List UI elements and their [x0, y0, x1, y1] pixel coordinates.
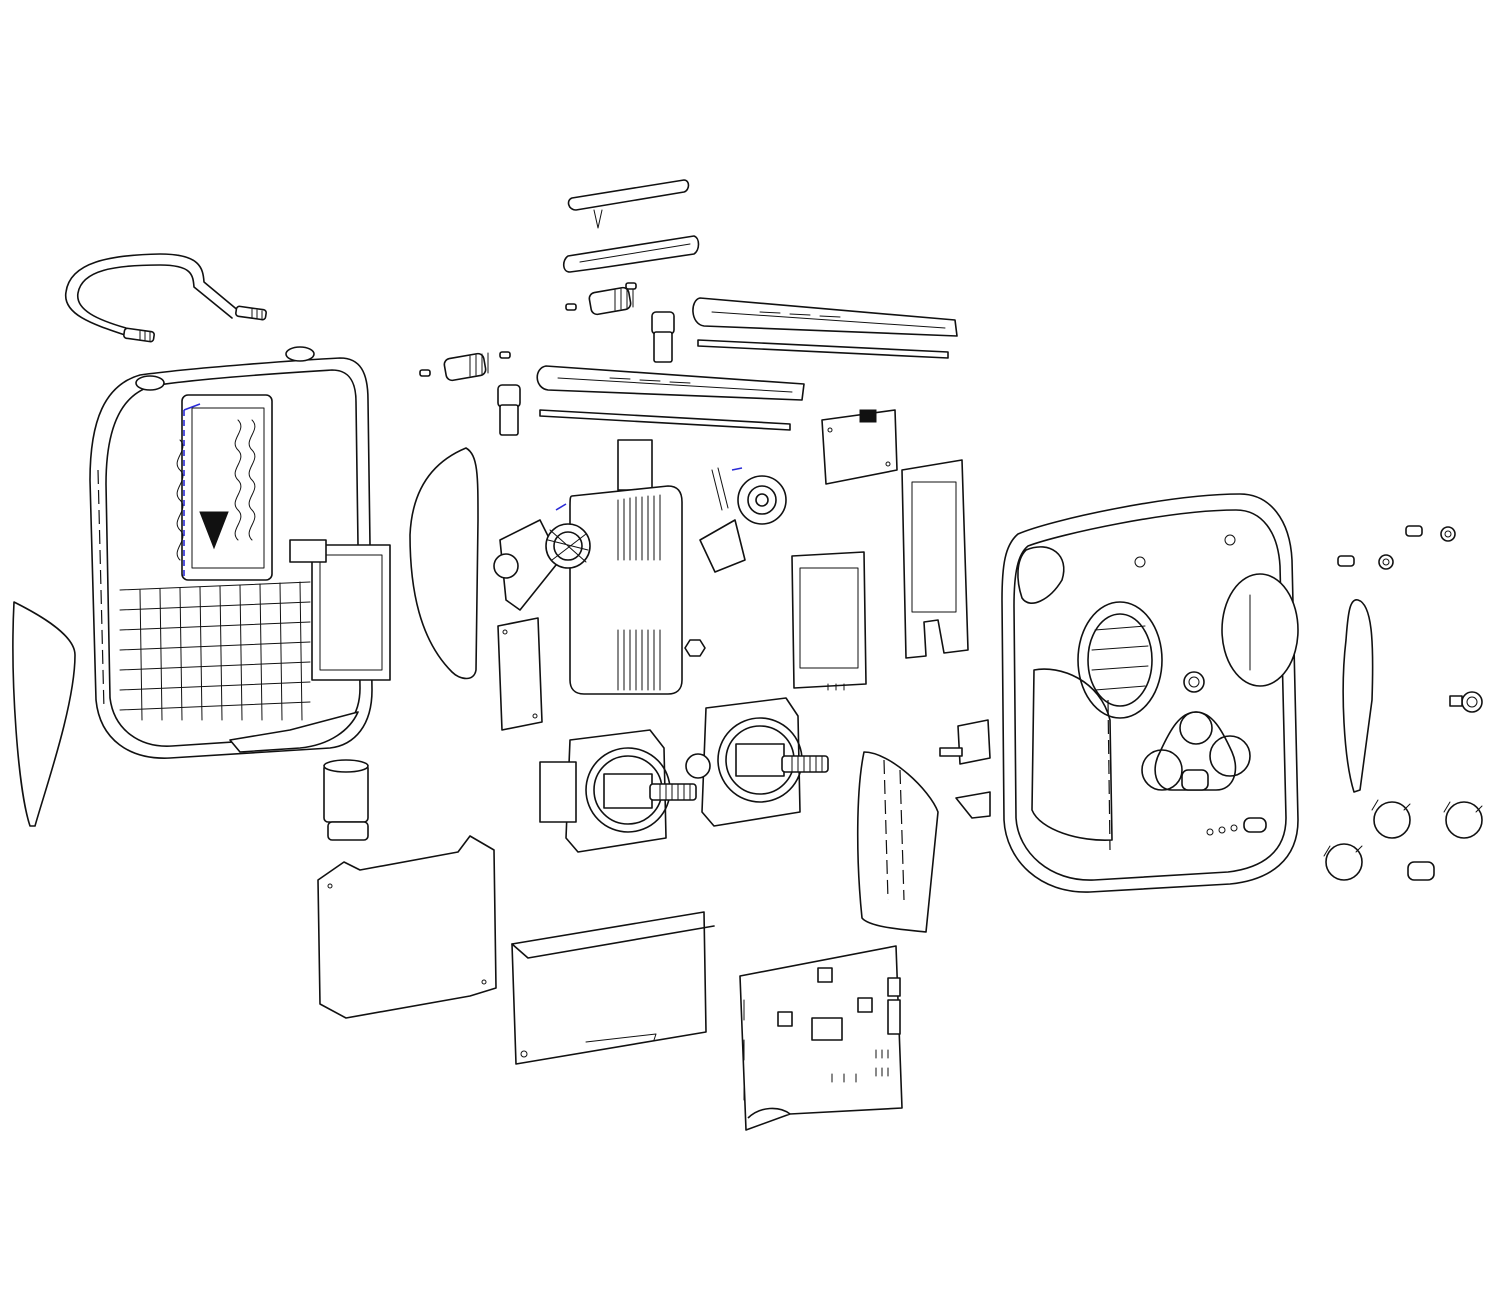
right-trim-assembly [699, 467, 787, 573]
bottom-cover-plate [317, 835, 497, 1019]
main-pcb [739, 945, 903, 1131]
right-grip-shell [856, 751, 939, 933]
carry-handle [65, 253, 267, 343]
left-stick-gimbal [539, 729, 697, 853]
vibration-motor [323, 759, 369, 841]
side-rail-lower [536, 365, 805, 431]
right-grip-shell-seam [883, 759, 905, 901]
right-side-grip [1342, 599, 1374, 793]
left-side-grip [12, 601, 76, 827]
rear-housing [89, 346, 391, 759]
left-trim-assembly [493, 503, 591, 611]
right-toggle-switch [565, 282, 675, 363]
hardware-parts [1323, 525, 1483, 881]
front-housing [1001, 493, 1299, 893]
rf-module [569, 439, 706, 695]
left-toggle-switch [419, 351, 521, 436]
top-slider-cover [562, 179, 700, 273]
flex-plate [901, 459, 969, 659]
small-pcb [821, 409, 898, 485]
left-cover-plate [497, 617, 543, 731]
battery-module [791, 551, 867, 691]
battery-pack [511, 911, 715, 1065]
switch-bracket [939, 719, 991, 819]
side-rail-upper [692, 297, 958, 359]
left-grip-shell [409, 447, 479, 680]
right-stick-gimbal [685, 697, 829, 827]
